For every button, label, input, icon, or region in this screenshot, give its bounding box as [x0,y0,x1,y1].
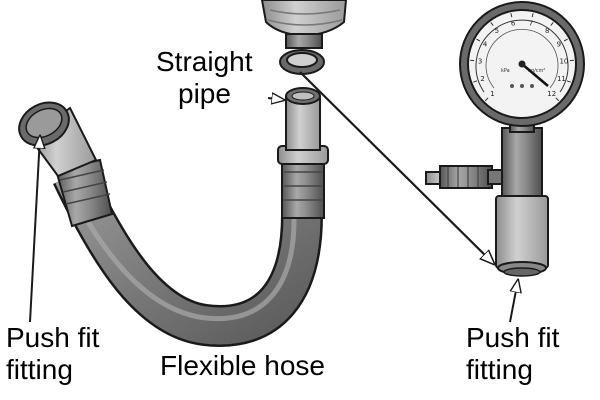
gauge-tick-label: 9 [557,40,561,48]
label-push-fit-fitting-right: Push fit fitting [466,322,559,386]
label-push-fit-fitting-left: Push fit fitting [6,322,99,386]
pointer-lines [29,71,518,323]
label-straight-pipe-line1: Straight [156,46,253,77]
gauge-needle [521,63,549,87]
gauge-tick-label: 7 [529,20,533,28]
gauge-tick-mark [510,13,513,18]
pointer-straight-to-fitting [299,71,494,264]
label-straight-pipe-line2: pipe [178,78,231,109]
gauge-tick-label: 8 [545,27,549,35]
tool-body [260,0,348,75]
gauge-tick-label: 4 [483,40,488,48]
gauge-tick-mark [473,80,478,83]
gauge-tick-label: 10 [559,58,568,66]
straight-pipe [277,87,329,219]
gauge-unit-right: kg/cm² [528,68,545,74]
label-push-fit-left-line2: fitting [6,354,73,385]
gauge-tick-label: 3 [478,58,482,66]
gauge-tick-label: 12 [547,90,556,98]
gauge-unit-left: kPa [501,68,510,74]
gauge-tick-mark [531,13,534,18]
label-flexible-hose: Flexible hose [160,350,325,381]
gauge-tick-label: 6 [511,20,516,28]
flexible-hose [53,165,323,347]
gauge-tick-label: 5 [495,27,499,35]
gauge-tick-label: 1 [490,90,494,98]
gauge-tick-mark [566,80,571,83]
pointer-straight-pipe [267,98,284,100]
label-straight-pipe: Straight pipe [156,46,253,110]
pointer-push-fit-left [29,136,40,323]
push-fit-fitting-left [18,101,114,228]
label-push-fit-right-line2: fitting [466,354,533,385]
gauge-tick-mark [490,22,494,26]
gauge-tick-mark [550,22,554,26]
gauge-tick-label: 2 [480,75,484,83]
gauge-tick-mark [484,97,489,102]
pointer-push-fit-right [510,280,518,323]
label-push-fit-left-line1: Push fit [6,322,100,353]
gauge-tick-mark [476,38,481,42]
gauge-tick-mark [555,97,560,102]
gauge-tick-label: 11 [557,75,566,83]
gauge-tick-mark [563,38,568,42]
label-push-fit-right-line1: Push fit [466,322,560,353]
